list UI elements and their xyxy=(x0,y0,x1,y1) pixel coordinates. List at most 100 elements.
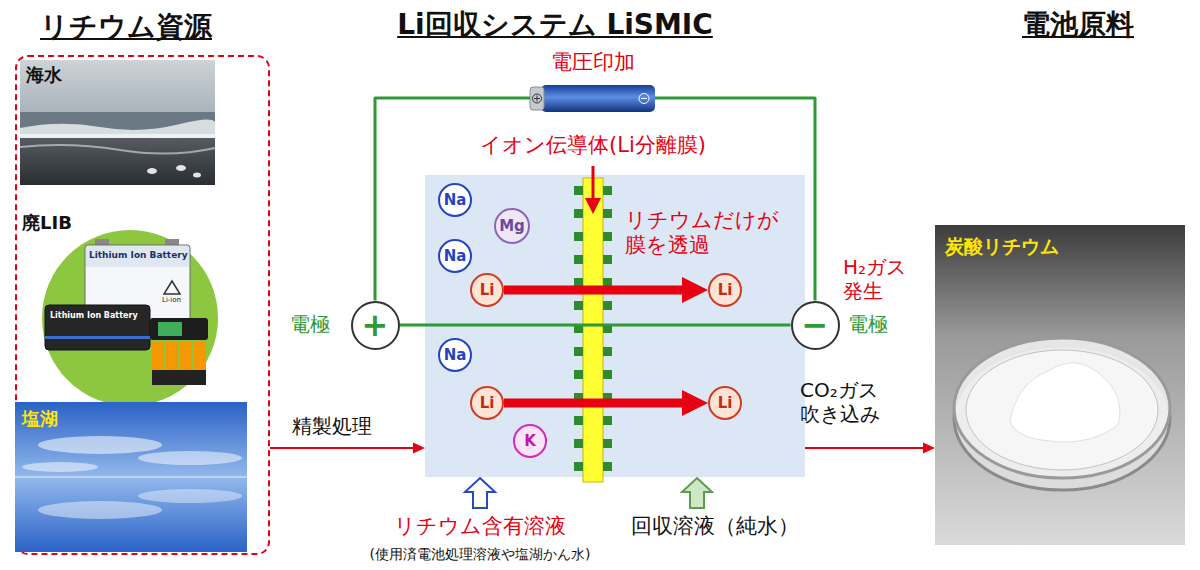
lake-reflection xyxy=(15,477,247,552)
ion-symbol: Li xyxy=(718,394,733,412)
ion-circle: Na xyxy=(438,338,472,372)
ion-circle: Mg xyxy=(494,208,530,244)
cloud xyxy=(38,436,162,454)
ion-circle: K xyxy=(513,424,547,458)
ion-circle: Li xyxy=(470,386,504,420)
membrane-sites xyxy=(574,186,583,476)
black-battery xyxy=(45,305,150,350)
cloud-reflection xyxy=(38,501,162,519)
connector-group xyxy=(504,390,708,416)
input-note: (使用済電池処理溶液や塩湖かん水) xyxy=(370,546,591,563)
connector-group xyxy=(504,277,708,303)
battery-stripe xyxy=(45,336,150,339)
green-disc xyxy=(42,230,218,406)
carbonate-photo-box: 炭酸リチウム xyxy=(935,225,1185,545)
arrow-head xyxy=(413,443,425,454)
power-battery xyxy=(530,85,655,112)
electrode-circle: −電極 xyxy=(791,301,840,350)
ion-circle: Li xyxy=(708,273,742,307)
dish-rim xyxy=(954,338,1170,478)
ion-circle: Li xyxy=(470,273,504,307)
ion-symbol: Mg xyxy=(499,217,525,235)
plus-mark xyxy=(533,94,542,103)
connector-group xyxy=(400,325,791,326)
arrow-head xyxy=(682,277,708,303)
sea-foam xyxy=(20,145,215,153)
horizon xyxy=(15,477,247,478)
connector xyxy=(270,447,415,449)
plus-mark xyxy=(537,96,538,102)
ion-symbol: Li xyxy=(480,281,495,299)
connector xyxy=(655,98,815,301)
battery-cap xyxy=(530,87,544,110)
salt-lake-photo-box: 塩湖 xyxy=(15,402,247,552)
ion-symbol: Na xyxy=(444,247,467,265)
battery-picture xyxy=(42,230,218,406)
aa-battery-base xyxy=(152,370,206,385)
battery-print: Lithium Ion Battery xyxy=(89,250,188,261)
edge-label: CO₂ガス 吹き込み xyxy=(800,378,910,426)
battery-print: Li-ion xyxy=(162,296,181,304)
inflow-arrow xyxy=(682,478,712,508)
gas-note: H₂ガス 発生 xyxy=(843,255,925,303)
device xyxy=(150,318,208,340)
battery-picture-box: 廃LIB xyxy=(20,212,220,402)
separation-tank: NaMgNaLiLiNaLiLiKリチウムだけが 膜を透過 xyxy=(425,175,805,477)
photo-label: 海水 xyxy=(26,64,62,86)
battery-print: Lithium Ion Battery xyxy=(50,311,138,321)
photo-ground xyxy=(935,225,1185,545)
leader-line xyxy=(592,166,595,200)
sea-beach xyxy=(20,138,215,185)
section-heading: 電池原料 xyxy=(1022,8,1134,42)
section-heading: Li回収システム LiSMIC xyxy=(397,8,713,42)
lake-sky xyxy=(15,402,247,477)
connector xyxy=(400,324,791,327)
cloud xyxy=(138,451,242,465)
leader-head xyxy=(585,198,601,214)
connector-group xyxy=(375,98,530,301)
device-screen xyxy=(158,322,182,336)
bird xyxy=(193,173,201,178)
cloud xyxy=(22,462,98,472)
carbonate-photo xyxy=(935,225,1185,545)
group-heading: リチウム資源 xyxy=(40,10,212,44)
electrode-sign: + xyxy=(362,306,389,344)
bird xyxy=(176,165,186,171)
connector xyxy=(375,98,530,301)
connector xyxy=(805,447,925,449)
connector xyxy=(504,286,687,295)
connector-group xyxy=(655,98,815,301)
input-label: リチウム含有溶液 xyxy=(394,514,566,539)
electrode-label: 電極 xyxy=(290,312,330,336)
electrode-sign: − xyxy=(802,306,829,344)
electrode-circle: 電極+ xyxy=(351,301,400,350)
photo-label: 塩湖 xyxy=(22,408,58,430)
inflow-arrow xyxy=(465,478,495,508)
ion-symbol: Na xyxy=(444,191,467,209)
dashed-frame xyxy=(16,56,269,554)
ion-symbol: K xyxy=(524,432,536,450)
sea-photo-box: 海水 xyxy=(20,60,215,185)
ion-circle: Na xyxy=(438,183,472,217)
tank-note: リチウムだけが 膜を透過 xyxy=(625,208,790,258)
power-battery-box: 電圧印加 xyxy=(530,50,655,112)
salt-lake-photo xyxy=(15,402,247,552)
battery-label: 電圧印加 xyxy=(530,50,655,75)
sea-sky xyxy=(20,60,215,118)
connector xyxy=(504,399,687,408)
arrow-head xyxy=(923,443,935,454)
arrow-head xyxy=(682,390,708,416)
edge-label: 精製処理 xyxy=(292,414,372,438)
minus-mark xyxy=(641,98,647,99)
membrane-sites xyxy=(603,186,612,476)
cloud-reflection xyxy=(138,489,242,503)
battery-body xyxy=(541,85,655,112)
ion-circle: Li xyxy=(708,386,742,420)
electrode-label: 電極 xyxy=(848,312,888,336)
output-label: 回収溶液（純水） xyxy=(631,514,799,539)
ion-circle: Na xyxy=(438,239,472,273)
callout-label: イオン伝導体(Li分離膜) xyxy=(480,133,706,158)
